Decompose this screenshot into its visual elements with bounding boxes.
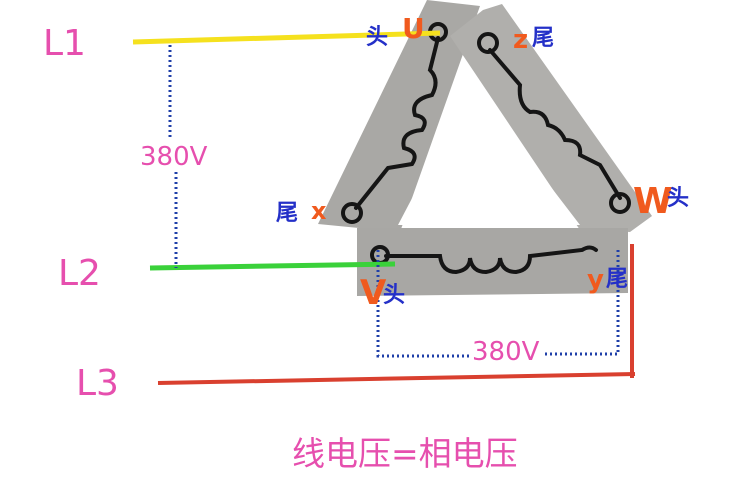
inner-triangle	[398, 84, 580, 225]
coil-ux	[354, 36, 440, 210]
terminal-z-letter: z	[513, 25, 528, 55]
l1-line	[132, 30, 441, 45]
winding-strip-vy	[357, 228, 628, 296]
coil-zw	[488, 48, 622, 200]
terminal-w-icon	[609, 192, 631, 214]
voltage-markers	[168, 45, 620, 358]
coils	[341, 22, 631, 275]
terminal-u-tag: 头	[366, 25, 388, 50]
l1-label: L1	[43, 23, 86, 64]
terminal-v-letter: V	[360, 273, 387, 313]
terminal-w-tag: 头	[667, 186, 689, 211]
coil-vy	[384, 245, 598, 275]
caption: 线电压=相电压	[292, 434, 518, 473]
voltage-label-left: 380V	[140, 142, 208, 172]
terminal-x-icon	[341, 202, 363, 224]
terminal-w-letter: W	[633, 181, 673, 222]
l2-line	[149, 261, 396, 271]
terminal-v-tag: 头	[383, 283, 405, 308]
terminal-z-tag: 尾	[532, 26, 554, 51]
l3-label: L3	[76, 363, 119, 404]
terminal-u-letter: U	[402, 12, 425, 45]
terminal-y-tag: 尾	[606, 267, 628, 292]
terminal-y-letter: y	[587, 265, 604, 295]
l3-line	[157, 372, 636, 385]
l2-label: L2	[58, 253, 101, 294]
terminal-z-icon	[477, 32, 499, 54]
terminal-x-letter: x	[311, 197, 327, 225]
voltage-label-bottom: 380V	[472, 337, 540, 367]
winding-strip-ux	[318, 0, 480, 232]
terminal-x-tag: 尾	[276, 201, 298, 226]
